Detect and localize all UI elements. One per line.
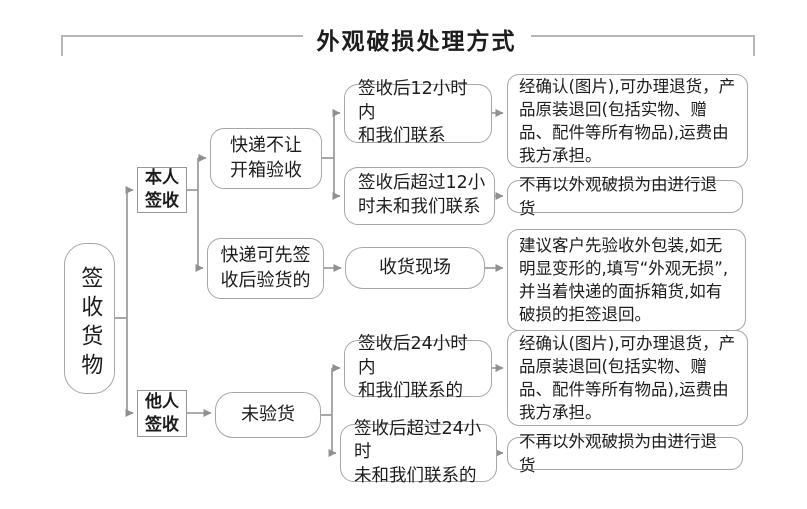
node-contact-within-24h: 签收后24小时内 和我们联系的	[344, 334, 492, 401]
edge-group	[114, 109, 504, 457]
node-courier-no-open: 快递不让 开箱验收	[210, 128, 322, 189]
node-courier-sign-first: 快递可先签 收后验货的	[207, 238, 324, 299]
node-refund-allowed-top: 经确认(图片),可办理退货，产品原装退回(包括实物、赠品、配件等所有物品),运费…	[507, 74, 748, 168]
node-self-sign: 本人 签收	[137, 167, 187, 213]
node-inspection-advice: 建议客户先验收外包装,如无明显变形的,填写“外观无损”,并当着快递的面拆箱货,如…	[507, 229, 746, 331]
node-receiving-scene: 收货现场	[345, 247, 485, 289]
node-refund-denied-bottom: 不再以外观破损为由进行退货	[507, 432, 743, 475]
node-refund-denied-top: 不再以外观破损为由进行退货	[507, 175, 743, 218]
node-not-inspected: 未验货	[215, 392, 321, 438]
node-contact-over-24h: 签收后超过24小时 未和我们联系的	[340, 419, 497, 486]
node-contact-within-12h: 签收后12小时内 和我们联系	[344, 79, 492, 146]
node-contact-over-12h: 签收后超过12小 时未和我们联系	[344, 167, 495, 225]
node-root-sign-goods: 签收货物	[64, 243, 115, 394]
node-other-sign: 他人 签收	[137, 390, 187, 437]
diagram-title: 外观破损处理方式	[302, 22, 531, 56]
node-refund-allowed-bottom: 经确认(图片),可办理退货，产品原装退回(包括实物、赠品、配件等所有物品),运费…	[507, 330, 748, 426]
